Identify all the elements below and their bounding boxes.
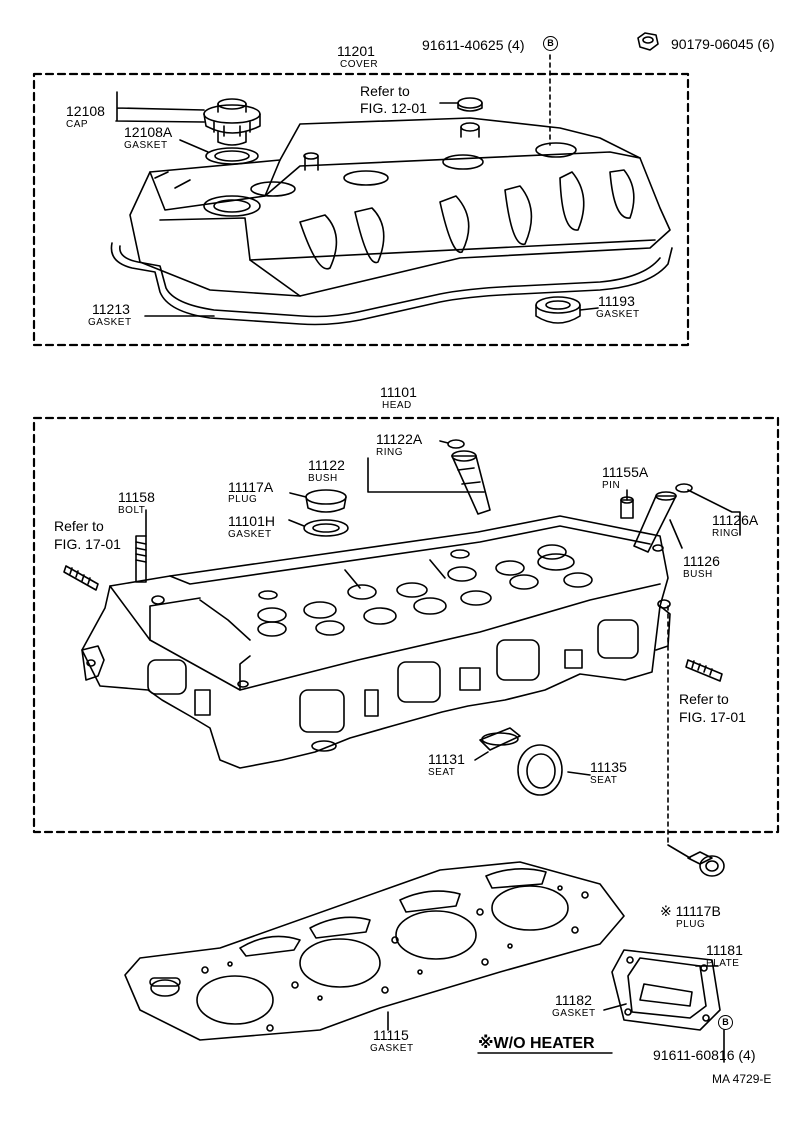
seat-11135: [517, 744, 563, 796]
oil-filler-cap: [203, 98, 261, 146]
cover-gasket-part-number: 11213: [92, 301, 130, 317]
plug-11117B-number: 11117B: [675, 903, 721, 919]
stud-bolt-11158: [135, 535, 147, 583]
gasket-11101H: [303, 519, 349, 537]
cover-part-name: COVER: [340, 59, 379, 70]
callout-b-circle: B: [543, 36, 558, 52]
grommet-part-number: 11193: [598, 293, 635, 309]
bush-11126-number: 11126: [683, 553, 720, 569]
refer-fig-17-right-line2: FIG. 17-01: [679, 709, 746, 725]
plug-11117B-name: PLUG: [676, 919, 706, 930]
callout-b-circle-lower: B: [718, 1015, 733, 1031]
seat-11135-number: 11135: [590, 759, 627, 775]
cap-gasket-part-number: 12108A: [124, 124, 173, 140]
head-assembly-boundary: [32, 416, 780, 834]
head-part-number: 11101: [380, 384, 417, 400]
plug-11117A-number: 11117A: [228, 479, 274, 495]
cover-gasket-part-name: GASKET: [88, 317, 132, 328]
seat-11131-number: 11131: [428, 751, 465, 767]
bush-11126-name: BUSH: [683, 569, 713, 580]
bush-11126: [633, 491, 677, 553]
ring-11122A: [447, 439, 465, 449]
drawing-id: MA 4729-E: [712, 1072, 772, 1086]
plate-gasket-11182-number: 11182: [555, 992, 592, 1008]
no-heater-mark: ※: [660, 903, 672, 919]
pin-11155A-name: PIN: [602, 480, 621, 491]
grommet-part-name: GASKET: [596, 309, 640, 320]
exhaust-ports: [147, 619, 639, 752]
cover-part-number: 11201: [337, 43, 375, 59]
ring-11126A-name: RING: [712, 528, 739, 539]
cap-gasket: [205, 147, 259, 165]
cover-gasket-outline: [110, 242, 673, 326]
grommet-gasket: [535, 296, 581, 324]
head-gasket-11115: [124, 861, 625, 1041]
head-part-name: HEAD: [382, 400, 412, 411]
cover-bolt-washer: [457, 97, 483, 112]
nut-part-number: 90179-06045 (6): [671, 36, 775, 52]
ring-11126A: [675, 483, 693, 493]
refer-fig-17-left-line2: FIG. 17-01: [54, 536, 121, 552]
refer-fig-17-right-line1: Refer to: [679, 691, 729, 707]
stud-right: [685, 659, 723, 682]
head-gasket-11115-number: 11115: [373, 1027, 409, 1043]
valve-cover: [129, 117, 671, 297]
bush-11122-number: 11122: [308, 457, 345, 473]
bolt-11158-name: BOLT: [118, 505, 146, 516]
plate-gasket-11182-name: GASKET: [552, 1008, 596, 1019]
nut-90179: [637, 32, 659, 51]
bush-11122: [451, 450, 491, 515]
cap-gasket-part-name: GASKET: [124, 140, 168, 151]
cover-assembly-boundary: [32, 72, 690, 347]
callout-b-label: B: [543, 36, 558, 52]
plug-11117B-label: ※ 11117B: [660, 904, 721, 918]
bush-11122-name: BUSH: [308, 473, 338, 484]
plug-11117B: [687, 851, 725, 877]
head-gasket-11115-name: GASKET: [370, 1043, 414, 1054]
pin-11155A-number: 11155A: [602, 464, 649, 480]
without-heater-note: ※W/O HEATER: [478, 1035, 595, 1052]
refer-fig-12-line1: Refer to: [360, 83, 410, 99]
cap-part-name: CAP: [66, 119, 89, 130]
water-plate-11181: [611, 949, 721, 1031]
gasket-11101H-number: 11101H: [228, 513, 275, 529]
plate-11181-number: 11181: [706, 942, 743, 958]
cylinder-head: [81, 515, 669, 769]
ring-11122A-number: 11122A: [376, 431, 423, 447]
gasket-11101H-name: GASKET: [228, 529, 272, 540]
plate-bolt-part-number: 91611-60816 (4): [653, 1047, 756, 1063]
plug-11117A-name: PLUG: [228, 494, 258, 505]
callout-b-lower-label: B: [718, 1015, 733, 1031]
refer-fig-17-left-line1: Refer to: [54, 518, 104, 534]
stud-left: [63, 565, 99, 591]
ring-11126A-number: 11126A: [712, 512, 759, 528]
cap-part-number: 12108: [66, 103, 105, 119]
seat-11135-name: SEAT: [590, 775, 618, 786]
bolt-11158-number: 11158: [118, 489, 155, 505]
seat-11131-name: SEAT: [428, 767, 456, 778]
refer-fig-12-line2: FIG. 12-01: [360, 100, 427, 116]
cover-bolt-part-number: 91611-40625 (4): [422, 37, 525, 53]
plug-11117A: [305, 489, 347, 513]
ring-11122A-name: RING: [376, 447, 403, 458]
seat-11131: [479, 727, 521, 751]
valve-springs: [257, 544, 593, 637]
plate-11181-name: PLATE: [706, 958, 740, 969]
